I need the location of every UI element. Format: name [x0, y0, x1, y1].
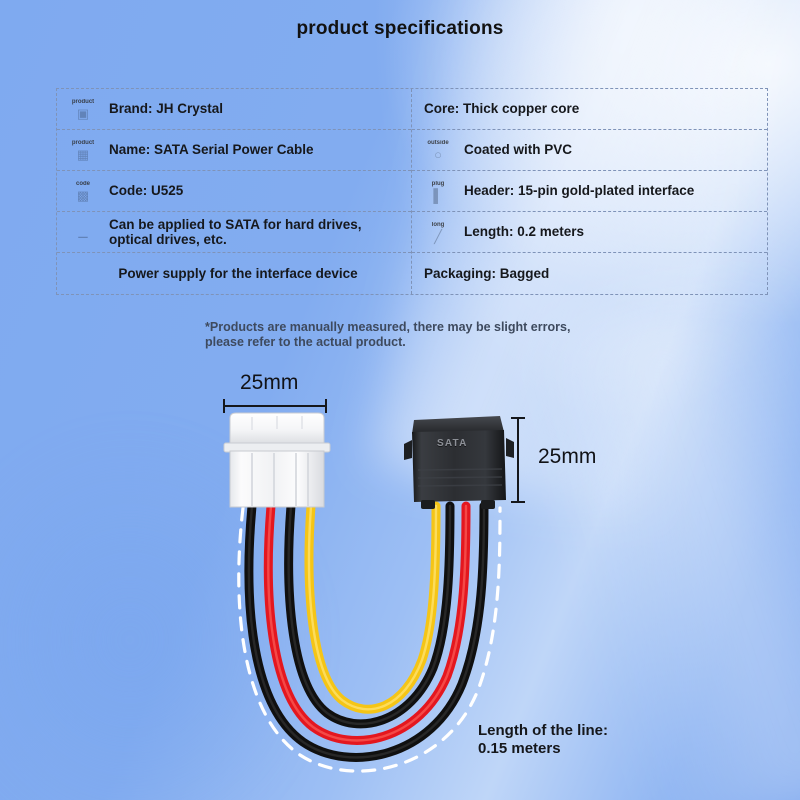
product-name-icon-label: product	[71, 139, 95, 146]
spec-row-code-text: Code: U525	[109, 183, 184, 199]
product-name-icon: product ▦	[61, 133, 105, 167]
wire-yellow	[304, 501, 441, 714]
background-sheen-lower-left	[0, 430, 320, 800]
sata-ribs	[417, 468, 503, 487]
spec-row-power-supply-text: Power supply for the interface device	[118, 265, 358, 281]
wire-black-2	[284, 501, 455, 729]
outside-coating-icon: outside ○	[416, 133, 460, 167]
application-icon-glyph: ⚊	[77, 225, 89, 241]
molex-top-notches	[251, 416, 303, 430]
cable-length-caption: Length of the line: 0.15 meters	[478, 722, 608, 757]
sata-connector-label: SATA	[437, 438, 468, 449]
sata-right-notch	[506, 438, 514, 458]
plug-icon: plug ▌	[416, 174, 460, 208]
outside-coating-icon-glyph: ○	[434, 146, 442, 162]
spec-row-brand-text: Brand: JH Crystal	[109, 101, 224, 117]
wire-black-1-highlight	[247, 504, 486, 759]
spec-row-coating: outside ○ Coated with PVC	[412, 130, 767, 171]
wire-red-highlight	[267, 504, 468, 742]
sata-connector	[404, 416, 514, 509]
molex-ribs	[251, 453, 309, 506]
product-code-icon-label: code	[75, 180, 90, 187]
wire-red	[263, 501, 471, 745]
spec-row-code: code ▩ Code: U525	[57, 171, 411, 212]
product-brand-icon: product ▣	[61, 92, 105, 126]
page-title: product specifications	[296, 18, 504, 39]
sata-strain-relief-right	[481, 500, 495, 509]
dimension-label-width: 25mm	[240, 371, 299, 394]
product-name-icon-glyph: ▦	[76, 146, 90, 162]
dimension-label-height: 25mm	[538, 445, 597, 468]
dimension-line-width	[223, 399, 327, 413]
plug-icon-label: plug	[431, 180, 445, 187]
spec-row-name: product ▦ Name: SATA Serial Power Cable	[57, 130, 411, 171]
wire-black-2-highlight	[287, 504, 452, 726]
spec-row-core: Core: Thick copper core	[412, 89, 767, 130]
sata-left-notch	[404, 440, 412, 460]
spec-row-name-text: Name: SATA Serial Power Cable	[109, 142, 314, 158]
spec-row-header-text: Header: 15-pin gold-plated interface	[464, 183, 695, 199]
plug-icon-glyph: ▌	[433, 187, 443, 203]
spec-row-power-supply: Power supply for the interface device	[57, 253, 411, 294]
spec-row-length: long ╱ Length: 0.2 meters	[412, 212, 767, 253]
spec-row-packaging-text: Packaging: Bagged	[424, 265, 550, 281]
spec-column-left: product ▣ Brand: JH Crystal product ▦ Na…	[57, 89, 412, 294]
spec-row-length-text: Length: 0.2 meters	[464, 224, 585, 240]
length-icon-glyph: ╱	[434, 228, 442, 244]
spec-row-core-text: Core: Thick copper core	[424, 101, 580, 117]
molex-connector	[223, 412, 331, 508]
specification-table: product ▣ Brand: JH Crystal product ▦ Na…	[56, 88, 768, 295]
length-icon: long ╱	[416, 215, 460, 249]
spec-row-header: plug ▌ Header: 15-pin gold-plated interf…	[412, 171, 767, 212]
cable-length-guide	[237, 506, 502, 773]
outside-coating-icon-label: outside	[427, 139, 449, 146]
wire-black-1	[244, 501, 489, 762]
spec-row-packaging: Packaging: Bagged	[412, 253, 767, 294]
wire-yellow-highlight	[307, 504, 438, 711]
product-code-icon-glyph: ▩	[76, 187, 90, 203]
application-icon: ⚊	[61, 215, 105, 249]
spec-column-right: Core: Thick copper core outside ○ Coated…	[412, 89, 767, 294]
sata-strain-relief-left	[421, 500, 435, 509]
spec-row-coating-text: Coated with PVC	[464, 142, 573, 158]
spec-row-application-text: Can be applied to SATA for hard drives, …	[109, 216, 362, 247]
product-brand-icon-glyph: ▣	[76, 105, 90, 121]
length-icon-label: long	[431, 221, 445, 228]
dimension-line-height	[511, 417, 525, 503]
product-brand-icon-label: product	[71, 98, 95, 105]
spec-row-brand: product ▣ Brand: JH Crystal	[57, 89, 411, 130]
spec-row-application: ⚊ Can be applied to SATA for hard drives…	[57, 212, 411, 253]
product-code-icon: code ▩	[61, 174, 105, 208]
measurement-disclaimer: *Products are manually measured, there m…	[205, 320, 571, 350]
